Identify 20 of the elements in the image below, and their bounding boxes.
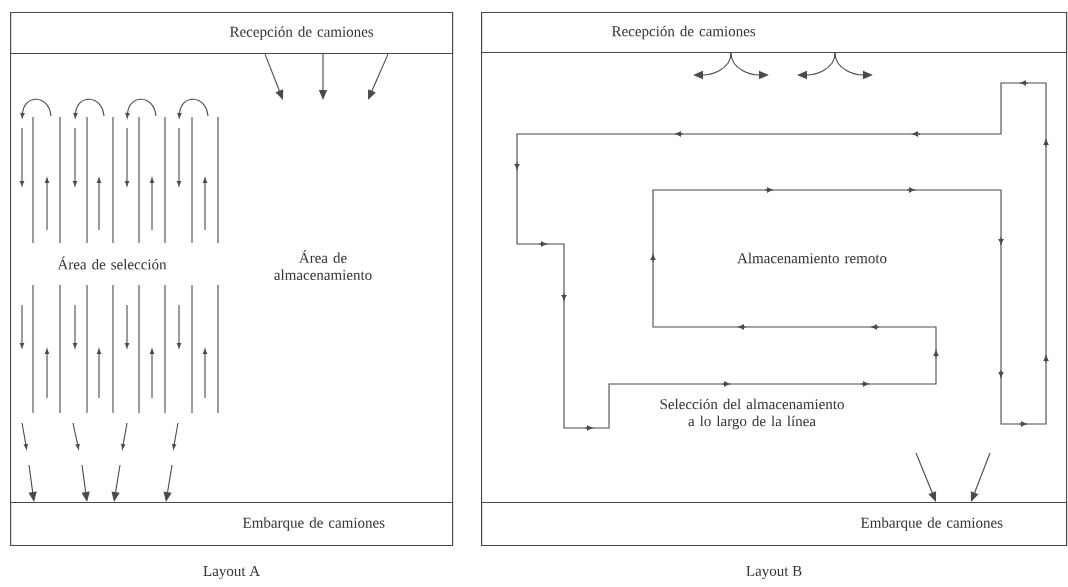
node-label: Layout A bbox=[203, 566, 260, 580]
arrow bbox=[264, 53, 284, 100]
arrow bbox=[797, 52, 836, 80]
arrow bbox=[81, 464, 90, 502]
arrow bbox=[693, 52, 732, 80]
arrow bbox=[163, 464, 173, 502]
dock-band: Recepción de camiones bbox=[481, 12, 1068, 54]
area-label: Área de almacenamiento bbox=[274, 250, 372, 280]
dock-band: Recepción de camiones bbox=[10, 12, 454, 55]
dock-band: Embarque de camiones bbox=[10, 502, 454, 547]
arrow bbox=[111, 464, 121, 502]
arrow bbox=[368, 53, 389, 100]
area-label: Selección del almacenamiento a lo largo de la línea bbox=[660, 398, 844, 430]
area-label: Área de selección bbox=[57, 256, 167, 270]
arrow bbox=[970, 452, 991, 502]
arrow bbox=[915, 452, 937, 502]
node-label: Layout B bbox=[746, 565, 802, 580]
arrow bbox=[28, 464, 37, 502]
dock-band: Embarque de camiones bbox=[481, 502, 1068, 547]
area-label: Almacenamiento remoto bbox=[737, 252, 887, 264]
